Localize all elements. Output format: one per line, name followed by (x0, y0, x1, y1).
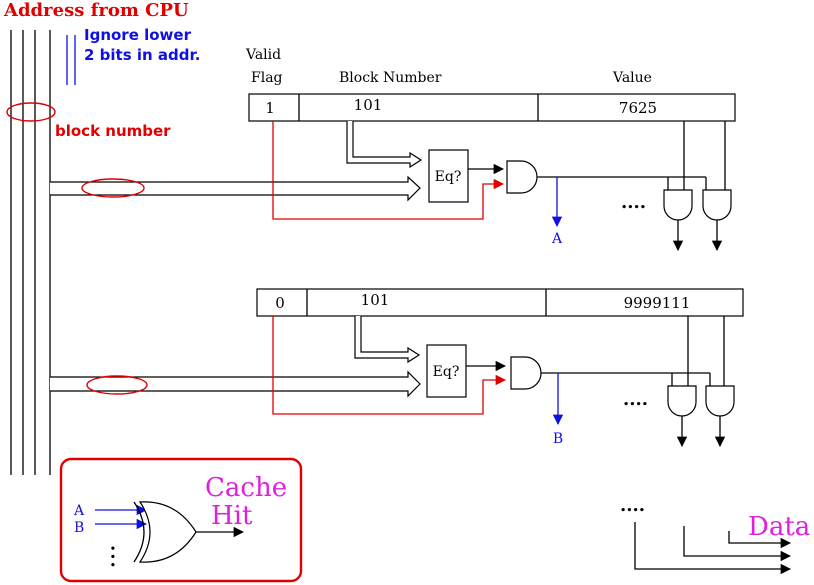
header-valid: Valid (245, 47, 281, 63)
entry-2-block-arrow (354, 316, 421, 364)
cache-hit-box: A B ... Cache Hit (59, 457, 303, 583)
cache-hit-input-a: A (73, 503, 85, 519)
entry-1-data-and-gate-2 (702, 189, 732, 221)
header-value: Value (612, 70, 652, 86)
entry-1-bus-ellipse (81, 178, 145, 198)
entry-1-block-arrow (346, 121, 423, 169)
entry-2-and-gate (510, 356, 542, 390)
entry-1-output-label: A (551, 231, 563, 247)
data-label: Data (748, 512, 810, 542)
cache-entry-1: 1 101 7625 Eq? A .... (50, 93, 736, 252)
entry-1-data-and-gate-1 (663, 189, 693, 221)
cache-entry-2: 0 101 9999111 Eq? B .... (50, 288, 744, 448)
title-address-from-cpu: Address from CPU (3, 0, 189, 21)
entry-2-bus-arrow (50, 370, 421, 398)
entry-2-comparator (426, 344, 467, 398)
data-dots: .... (620, 495, 645, 516)
block-number-label: block number (55, 122, 171, 140)
entry-2-value: 9999111 (624, 294, 691, 312)
entry-2-valid-wire (272, 316, 507, 415)
header-block-number: Block Number (339, 70, 442, 86)
header-flag: Flag (251, 70, 283, 86)
entry-2-dots: .... (623, 389, 648, 410)
entry-2-comparator-label: Eq? (433, 364, 460, 380)
cache-hit-input-b: B (74, 520, 84, 536)
cache-hit-or-gate (138, 501, 197, 563)
entry-1-dots: .... (621, 192, 646, 213)
entry-1-and-gate (506, 160, 538, 194)
entry-1-valid-wire (272, 121, 505, 220)
block-number-bus-ellipse (6, 102, 56, 122)
entry-1-value: 7625 (619, 99, 657, 117)
ignore-note-line1: Ignore lower (84, 26, 192, 44)
cache-hit-dots: ... (107, 545, 128, 570)
ignore-note-line2: 2 bits in addr. (84, 46, 200, 64)
address-bus (10, 30, 76, 475)
entry-1-comparator (428, 149, 469, 203)
entry-2-data-and-gate-1 (667, 385, 697, 417)
cache-hit-label-line1: Cache (205, 473, 287, 503)
entry-1-comparator-label: Eq? (435, 169, 462, 185)
entry-2-block: 101 (361, 291, 390, 309)
entry-2-valid: 0 (275, 294, 285, 312)
entry-1-block: 101 (354, 96, 383, 114)
entry-1-bus-arrow (50, 175, 421, 202)
entry-1-valid: 1 (265, 99, 275, 117)
entry-2-output-label: B (553, 431, 563, 447)
entry-2-data-and-gate-2 (705, 385, 735, 417)
cache-hit-label-line2: Hit (211, 501, 253, 531)
data-output: .... Data (620, 495, 810, 575)
entry-2-bus-ellipse (86, 375, 148, 395)
